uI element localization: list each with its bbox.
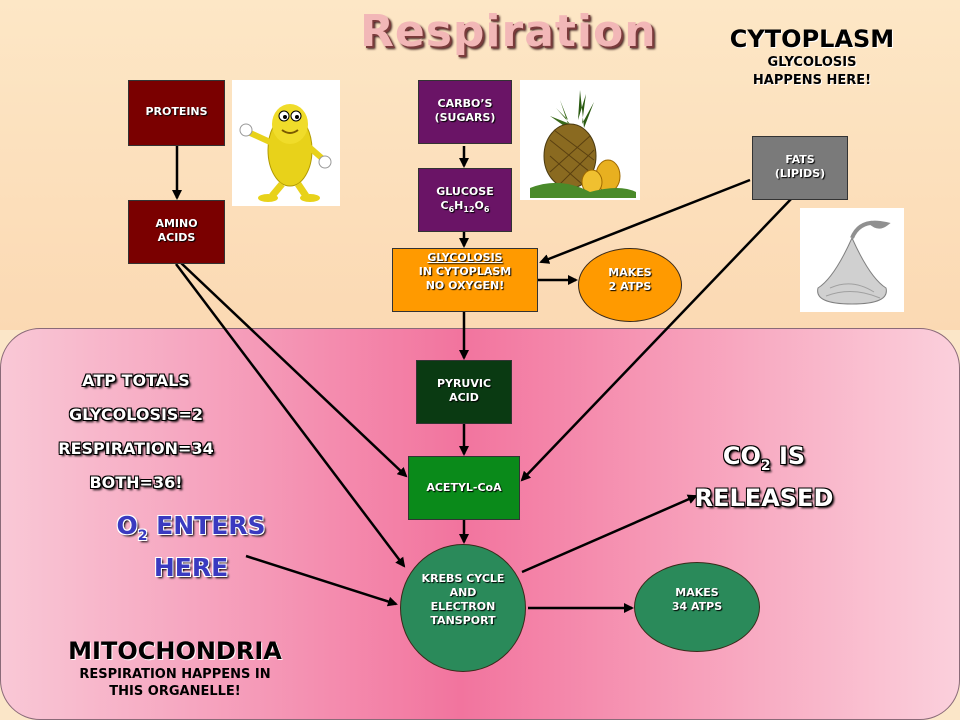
- amino-line1: AMINO: [155, 217, 198, 230]
- mitochondria-heading: MITOCHONDRIA: [68, 637, 282, 665]
- o2-sub: 2: [137, 528, 148, 544]
- cytoplasm-line2: HAPPENS HERE!: [752, 73, 872, 88]
- peanut-character-picture: [232, 80, 340, 206]
- carbos-box: CARBO’S (SUGARS): [418, 80, 512, 144]
- mitochondria-label: MITOCHONDRIA RESPIRATION HAPPENS IN THIS…: [30, 636, 320, 700]
- pyruvic-acid-box: PYRUVIC ACID: [416, 360, 512, 424]
- glycolosis-line2: IN CYTOPLASM: [418, 265, 512, 278]
- arrow-amino-to-acetyl: [179, 261, 408, 478]
- carbos-line2: (SUGARS): [434, 111, 496, 124]
- pyruvic-line2: ACID: [449, 391, 479, 404]
- glucose-formula: C6H12O6: [419, 199, 511, 217]
- glycolosis-box: GLYCOLOSIS IN CYTOPLASM NO OXYGEN!: [392, 248, 538, 312]
- glucose-box: GLUCOSE C6H12O6: [418, 168, 512, 232]
- co2-is: IS: [770, 442, 806, 470]
- o2-enters-label: O2 ENTERS HERE: [96, 510, 286, 584]
- amino-line2: ACIDS: [157, 231, 196, 244]
- atp-totals-respiration: RESPIRATION=34: [58, 439, 214, 458]
- glucose-c-sub: 6: [448, 205, 455, 215]
- krebs-line3: ELECTRON: [430, 600, 496, 613]
- amino-acids-box: AMINO ACIDS: [128, 200, 225, 264]
- atp-totals-both: BOTH=36!: [89, 473, 183, 492]
- chocolate-kiss-picture: [800, 208, 904, 312]
- makes34-line2: 34 ATPS: [671, 600, 723, 613]
- glucose-o: O: [474, 199, 484, 212]
- co2-sub: 2: [760, 457, 771, 474]
- proteins-label: PROTEINS: [145, 105, 208, 118]
- acetyl-label: ACETYL-CoA: [426, 481, 502, 494]
- o2-here: HERE: [153, 553, 229, 582]
- cytoplasm-label: CYTOPLASM GLYCOLOSIS HAPPENS HERE!: [700, 24, 924, 90]
- glycolosis-line3: NO OXYGEN!: [425, 279, 505, 292]
- co2-co: CO: [722, 442, 761, 470]
- acetyl-coa-box: ACETYL-CoA: [408, 456, 520, 520]
- pineapple-fruit-picture: [520, 80, 640, 200]
- proteins-box: PROTEINS: [128, 80, 225, 146]
- makes-34-atps-circle: MAKES 34 ATPS: [634, 562, 760, 652]
- makes2-line1: MAKES: [608, 266, 652, 279]
- co2-released-label: CO2 IS RELEASED: [664, 440, 864, 514]
- glucose-o-sub: 6: [483, 205, 490, 215]
- arrow-krebs-to-co2: [521, 494, 698, 574]
- fats-box: FATS (LIPIDS): [752, 136, 848, 200]
- arrow-amino-to-krebs: [175, 263, 406, 568]
- krebs-line1: KREBS CYCLE: [421, 572, 505, 585]
- arrow-fats-to-glycolosis: [539, 178, 751, 264]
- krebs-line2: AND: [449, 586, 477, 599]
- mitochondria-line2: THIS ORGANELLE!: [109, 684, 241, 699]
- atp-totals-label: ATP TOTALS GLYCOLOSIS=2 RESPIRATION=34 B…: [36, 364, 236, 500]
- mitochondria-line1: RESPIRATION HAPPENS IN: [79, 667, 271, 682]
- glucose-h-sub: 12: [463, 205, 475, 215]
- arrow-o2-to-krebs: [245, 554, 398, 607]
- makes2-line2: 2 ATPS: [608, 280, 652, 293]
- atp-totals-heading: ATP TOTALS: [82, 371, 190, 390]
- fats-line1: FATS: [785, 153, 815, 166]
- o2-enters: ENTERS: [147, 511, 266, 540]
- cytoplasm-heading: CYTOPLASM: [729, 25, 895, 53]
- glucose-h: H: [454, 199, 464, 212]
- atp-totals-glycolosis: GLYCOLOSIS=2: [69, 405, 203, 424]
- carbos-line1: CARBO’S: [437, 97, 493, 110]
- co2-released: RELEASED: [694, 483, 834, 512]
- pyruvic-line1: PYRUVIC: [436, 377, 492, 390]
- arrow-fats-to-acetyl: [520, 197, 793, 482]
- o2-o: O: [116, 511, 138, 540]
- cytoplasm-line1: GLYCOLOSIS: [767, 55, 857, 70]
- krebs-line4: TANSPORT: [430, 614, 496, 627]
- makes34-line1: MAKES: [675, 586, 719, 599]
- page-title: Respiration: [360, 6, 657, 57]
- glucose-line1: GLUCOSE: [436, 185, 494, 198]
- makes-2-atps-circle: MAKES 2 ATPS: [578, 248, 682, 322]
- glucose-c: C: [440, 199, 449, 212]
- glycolosis-line1: GLYCOLOSIS: [427, 251, 503, 264]
- fats-line2: (LIPIDS): [774, 167, 826, 180]
- krebs-cycle-circle: KREBS CYCLE AND ELECTRON TANSPORT: [400, 544, 526, 672]
